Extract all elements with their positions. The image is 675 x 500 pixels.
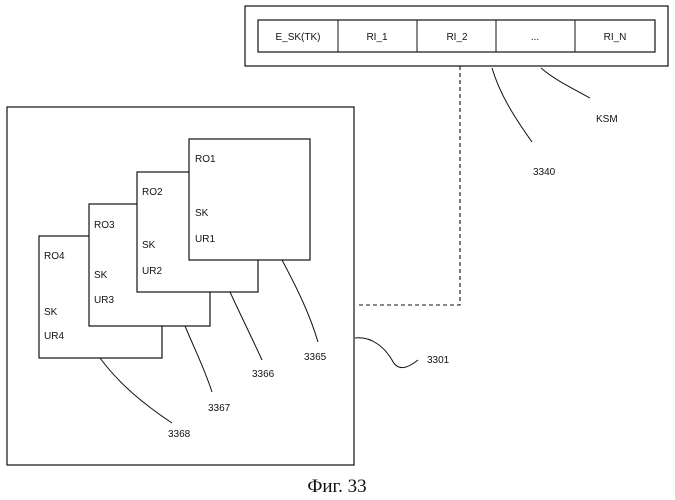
- figure-caption: Фиг. 33: [307, 476, 366, 497]
- rights-object-id: RO3: [94, 220, 115, 231]
- rights-object-id: RO4: [44, 251, 65, 262]
- session-key-label: SK: [142, 240, 156, 251]
- usage-rules-label: UR2: [142, 266, 162, 277]
- rights-object-id: RO2: [142, 187, 163, 198]
- ksm-cell-ri-1: RI_1: [366, 32, 388, 43]
- usage-rules-label: UR1: [195, 234, 215, 245]
- rights-object-ref-number: 3366: [252, 369, 275, 380]
- ksm-label-leader: [541, 68, 590, 98]
- usage-rules-label: UR4: [44, 331, 64, 342]
- ksm-cell-ellipsis: ...: [531, 32, 539, 43]
- ksm-ref-leader: [492, 68, 532, 142]
- container-ref-leader: [355, 338, 418, 368]
- ksm-cell-encrypted-key: E_SK(TK): [275, 32, 320, 43]
- usage-rules-label: UR3: [94, 295, 114, 306]
- ksm-cell-ri-2: RI_2: [446, 32, 468, 43]
- rights-object-ref-number: 3368: [168, 429, 191, 440]
- rights-object-id: RO1: [195, 154, 216, 165]
- rights-object-ref-number: 3367: [208, 403, 231, 414]
- ksm-cell-ri-n: RI_N: [604, 32, 627, 43]
- container-ref-number: 3301: [427, 355, 450, 366]
- session-key-label: SK: [195, 208, 209, 219]
- dashed-connector: [356, 66, 460, 305]
- ksm-ref-number: 3340: [533, 167, 556, 178]
- session-key-label: SK: [44, 307, 58, 318]
- session-key-label: SK: [94, 270, 108, 281]
- rights-object-ref-number: 3365: [304, 352, 327, 363]
- ksm-label: KSM: [596, 114, 618, 125]
